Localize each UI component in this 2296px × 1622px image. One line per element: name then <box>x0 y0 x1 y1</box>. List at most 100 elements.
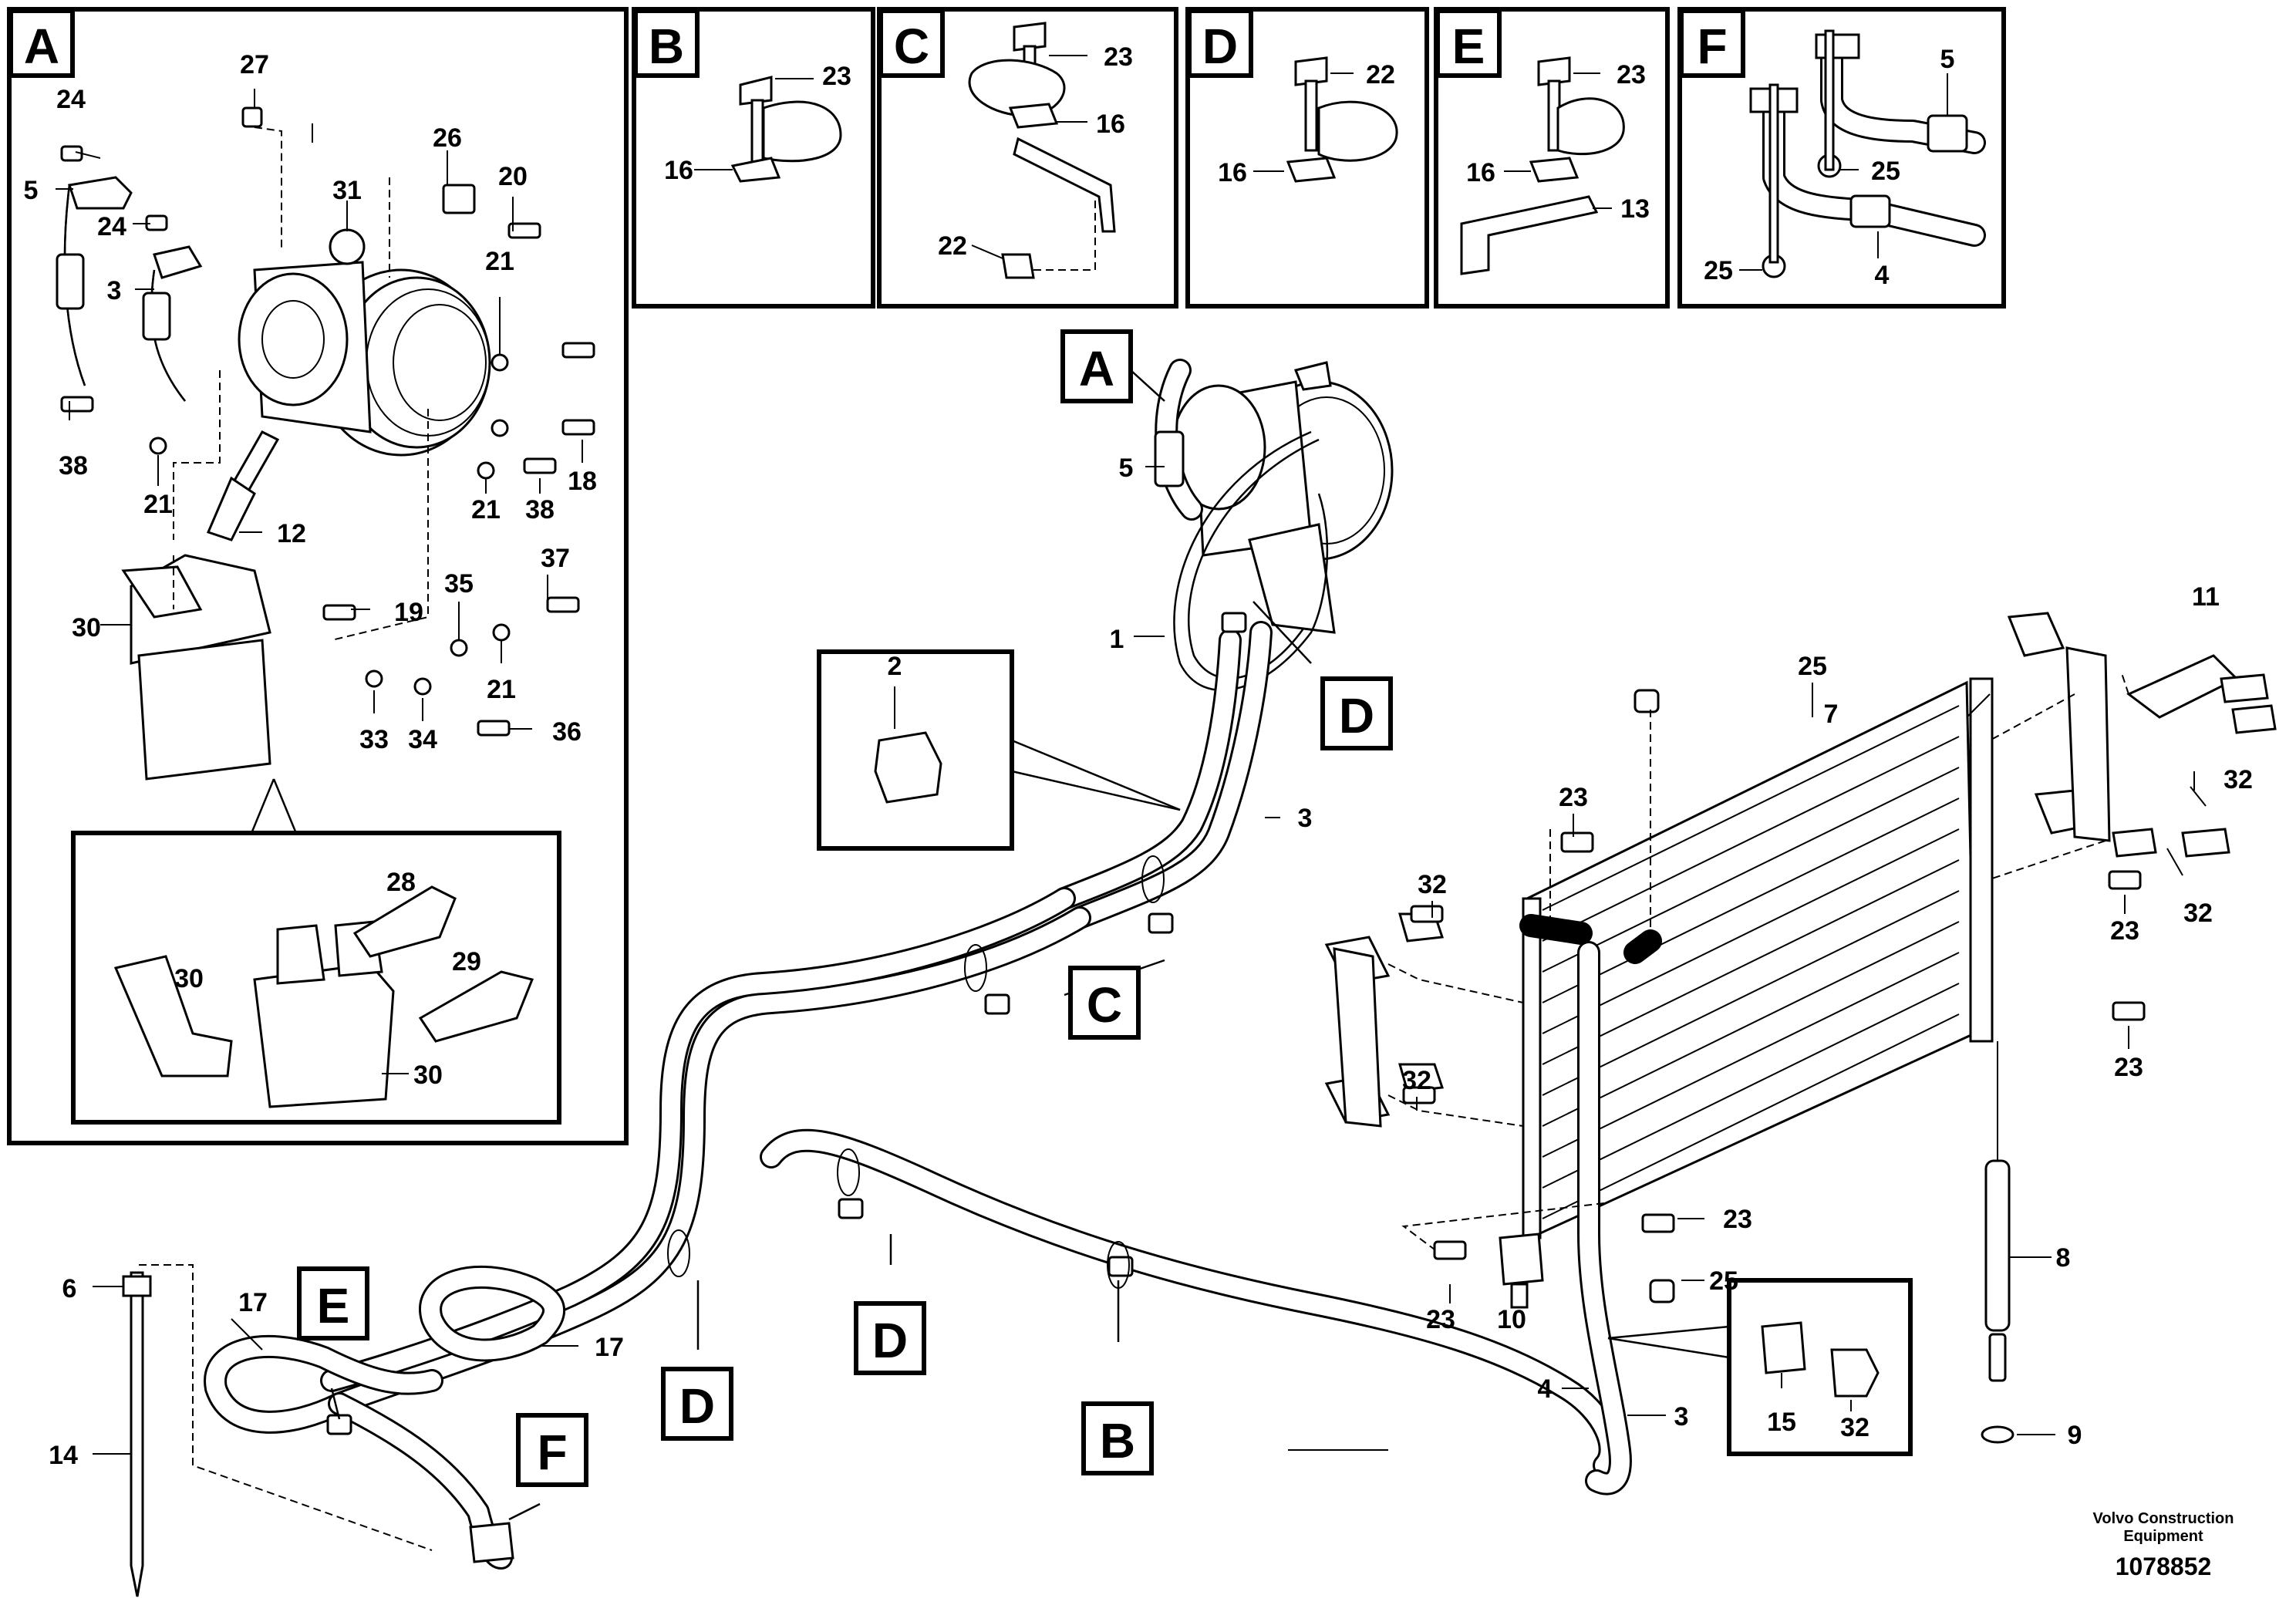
svg-text:B: B <box>1100 1413 1135 1469</box>
label-23: 23 <box>1617 60 1646 89</box>
detail-d-title: D <box>1202 19 1238 74</box>
svg-text:C: C <box>1087 977 1122 1033</box>
detail-b-title: B <box>649 19 684 74</box>
label-32: 32 <box>2183 899 2213 928</box>
label-17: 17 <box>595 1333 624 1362</box>
label-13: 13 <box>1620 194 1650 224</box>
label-37: 37 <box>541 544 570 573</box>
label-21: 21 <box>487 675 516 704</box>
bracket-inset: 30 28 29 30 <box>71 831 561 1125</box>
label-4: 4 <box>1875 261 1890 290</box>
label-5: 5 <box>1119 454 1134 483</box>
label-22: 22 <box>938 231 967 261</box>
label-23: 23 <box>1426 1305 1455 1334</box>
label-23: 23 <box>2114 1053 2143 1082</box>
main-callout-c: C <box>1068 966 1141 1040</box>
support-rod <box>93 1264 433 1597</box>
label-26: 26 <box>433 123 462 153</box>
svg-text:A: A <box>1079 341 1114 396</box>
label-16: 16 <box>1096 110 1125 139</box>
label-23: 23 <box>1723 1205 1752 1234</box>
label-32: 32 <box>1402 1066 1431 1095</box>
label-3: 3 <box>1674 1402 1689 1431</box>
label-6: 6 <box>62 1274 77 1303</box>
label-3: 3 <box>1298 804 1313 833</box>
label-5: 5 <box>1940 45 1955 74</box>
part-15-inset: 15 32 <box>1607 1278 1913 1456</box>
label-16: 16 <box>664 156 693 185</box>
label-10: 10 <box>1497 1305 1526 1334</box>
label-30: 30 <box>413 1061 443 1090</box>
label-8: 8 <box>2056 1243 2071 1273</box>
label-17: 17 <box>238 1288 268 1317</box>
label-21: 21 <box>143 490 173 519</box>
label-24: 24 <box>56 85 86 114</box>
label-38: 38 <box>59 451 88 481</box>
label-3: 3 <box>107 276 122 305</box>
main-callout-b: B <box>1081 1401 1154 1475</box>
label-33: 33 <box>359 725 389 754</box>
detail-c-title: C <box>894 19 929 74</box>
detail-f-panel: F 5 25 25 4 <box>1677 7 2006 309</box>
label-23: 23 <box>1559 783 1588 812</box>
compressor-mounted <box>1171 361 1394 634</box>
label-30: 30 <box>72 613 101 642</box>
svg-text:E: E <box>317 1278 350 1334</box>
main-assembly: A D C D B D E F <box>49 329 2277 1597</box>
drawing-number: 1078852 <box>2116 1553 2212 1580</box>
detail-e-title: E <box>1452 19 1485 74</box>
part-2-inset: 2 <box>817 649 1181 851</box>
label-30: 30 <box>174 964 204 993</box>
detail-d-panel: D 22 16 <box>1185 7 1429 309</box>
label-27: 27 <box>240 50 269 79</box>
label-2: 2 <box>888 652 902 681</box>
main-callout-d-top: D <box>1320 676 1393 750</box>
label-23: 23 <box>2110 916 2139 946</box>
label-25: 25 <box>1871 157 1900 186</box>
label-28: 28 <box>386 868 416 897</box>
label-21: 21 <box>485 247 514 276</box>
label-38: 38 <box>525 495 555 524</box>
label-32: 32 <box>1840 1413 1870 1442</box>
main-callout-f: F <box>516 1413 588 1487</box>
label-34: 34 <box>408 725 437 754</box>
label-23: 23 <box>1104 42 1133 72</box>
label-9: 9 <box>2068 1421 2082 1450</box>
label-14: 14 <box>49 1441 78 1470</box>
detail-f-title: F <box>1697 19 1727 74</box>
label-23: 23 <box>822 62 851 91</box>
main-callout-d-left: D <box>661 1367 733 1441</box>
condenser-screws <box>1402 689 2146 1309</box>
svg-text:D: D <box>1339 688 1374 744</box>
label-22: 22 <box>1366 60 1395 89</box>
main-labels: 5 1 3 25 7 11 32 23 32 32 23 32 23 23 25… <box>49 454 2253 1470</box>
publisher-name-line2: Equipment <box>2123 1528 2203 1545</box>
label-21: 21 <box>471 495 501 524</box>
label-32: 32 <box>2224 765 2253 794</box>
detail-a-labels: 24 5 24 3 38 21 12 30 19 35 21 37 33 34 … <box>24 50 597 754</box>
condenser-brackets-right <box>1989 612 2277 880</box>
condenser-brackets-left <box>1324 912 1524 1128</box>
label-25: 25 <box>1798 652 1827 681</box>
label-5: 5 <box>24 176 39 205</box>
label-11: 11 <box>2192 582 2220 612</box>
detail-a-panel: A <box>7 7 629 1145</box>
detail-e-panel: E 23 16 13 <box>1434 7 1670 309</box>
label-25: 25 <box>1704 256 1733 285</box>
label-4: 4 <box>1538 1374 1553 1404</box>
receiver-dryer <box>1981 1041 2055 1444</box>
svg-text:D: D <box>872 1313 908 1368</box>
main-callout-e: E <box>297 1266 369 1340</box>
publisher-block: Volvo Construction Equipment 1078852 <box>2093 1510 2234 1580</box>
label-16: 16 <box>1466 158 1495 187</box>
detail-a-title: A <box>24 19 59 74</box>
label-29: 29 <box>452 947 481 976</box>
condenser <box>1522 677 1994 1239</box>
label-15: 15 <box>1767 1408 1796 1437</box>
label-25: 25 <box>1709 1266 1738 1296</box>
main-callout-a: A <box>1060 329 1165 403</box>
label-35: 35 <box>444 569 474 599</box>
label-18: 18 <box>568 467 597 496</box>
label-24: 24 <box>97 212 126 241</box>
